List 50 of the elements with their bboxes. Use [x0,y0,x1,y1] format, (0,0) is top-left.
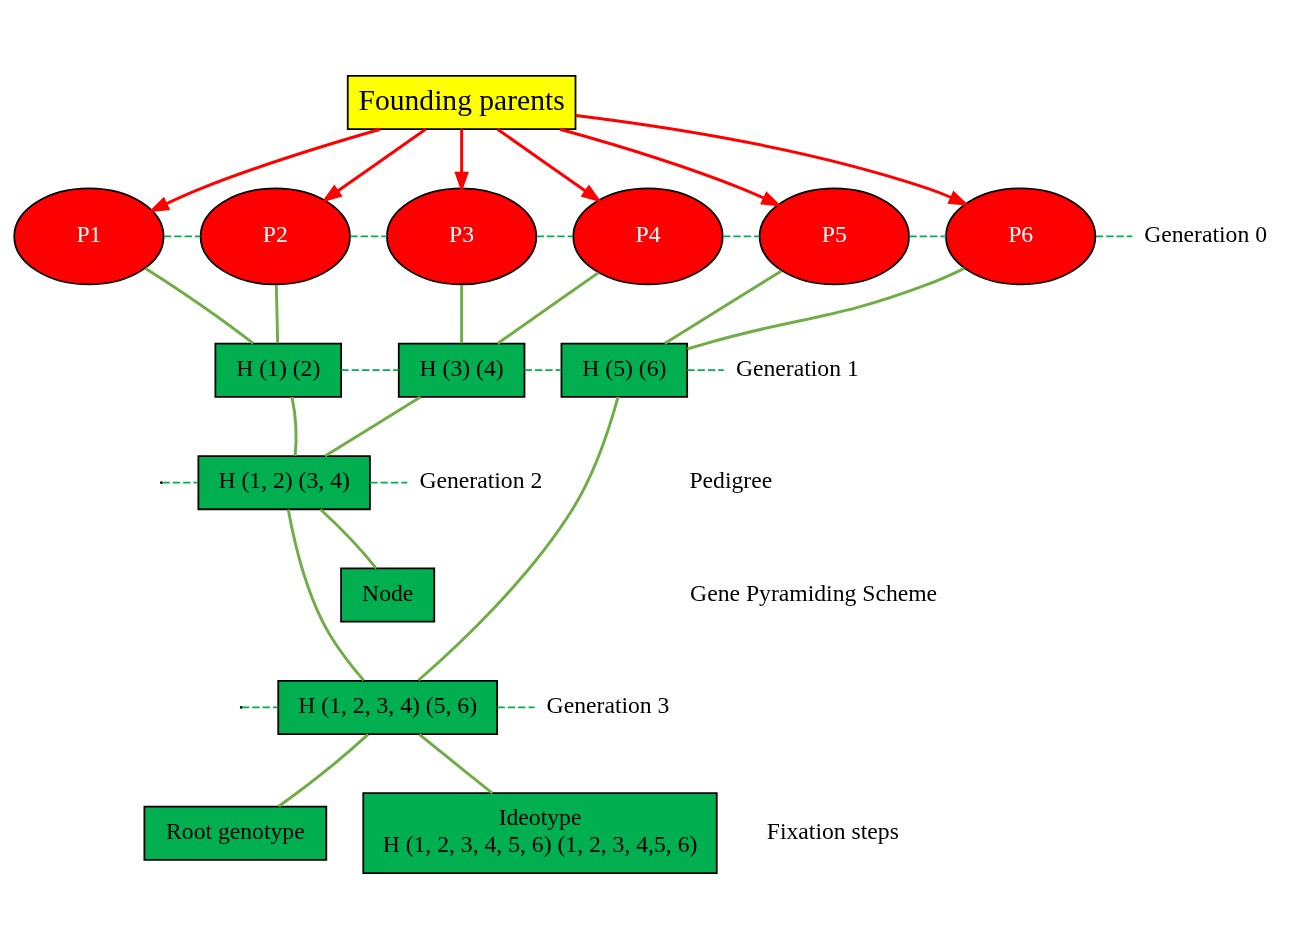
connector [277,732,370,807]
connector [418,732,494,794]
connector [523,368,563,371]
arrow [148,127,381,212]
connector [349,235,388,237]
node-text: Generation 2 [419,466,543,493]
arrow [321,127,427,202]
node-text: Generation 3 [546,691,670,718]
node-text: Generation 1 [735,354,859,381]
node-text: Generation 0 [1144,220,1267,247]
node-box: Ideotype H (1, 2, 3, 4, 5, 6) (1, 2, 3, 4,5, 6) [362,791,718,874]
connector [161,481,199,483]
connector [286,508,365,681]
node-ellipse: P1 [13,186,165,285]
connector [663,269,783,345]
connector [496,706,536,708]
node-box: Root genotype [143,805,328,861]
connector [908,235,947,237]
node-box: H (1, 2) (3, 4) [197,454,371,510]
connector [686,266,965,350]
arrow [496,127,602,202]
connector [274,284,280,343]
node-ellipse: P3 [386,186,538,285]
connector [417,396,620,681]
node-box: H (1, 2, 3, 4) (5, 6) [277,679,498,735]
node-box: H (5) (6) [560,342,689,398]
connector [324,395,422,457]
connector [1094,235,1134,237]
connector [340,368,400,371]
label: Gene Pyramiding Scheme [690,579,938,606]
connector [686,368,725,371]
connector [722,235,761,237]
connector [369,481,409,483]
node-box: H (1) (2) [214,342,342,398]
node-box: Node [340,567,436,623]
connector [496,270,600,345]
connector [460,284,464,343]
connector [319,507,378,569]
arrow [559,127,782,207]
arrow [575,113,970,206]
connector [163,235,202,237]
label: Pedigree [689,466,773,493]
arrow [454,128,469,192]
connector [290,396,298,456]
connector [240,706,279,708]
connector [144,266,255,345]
node-box: Founding parents [346,74,577,130]
label: Fixation steps [766,817,899,844]
node-box: H (3) (4) [397,342,526,398]
connector [535,235,575,237]
